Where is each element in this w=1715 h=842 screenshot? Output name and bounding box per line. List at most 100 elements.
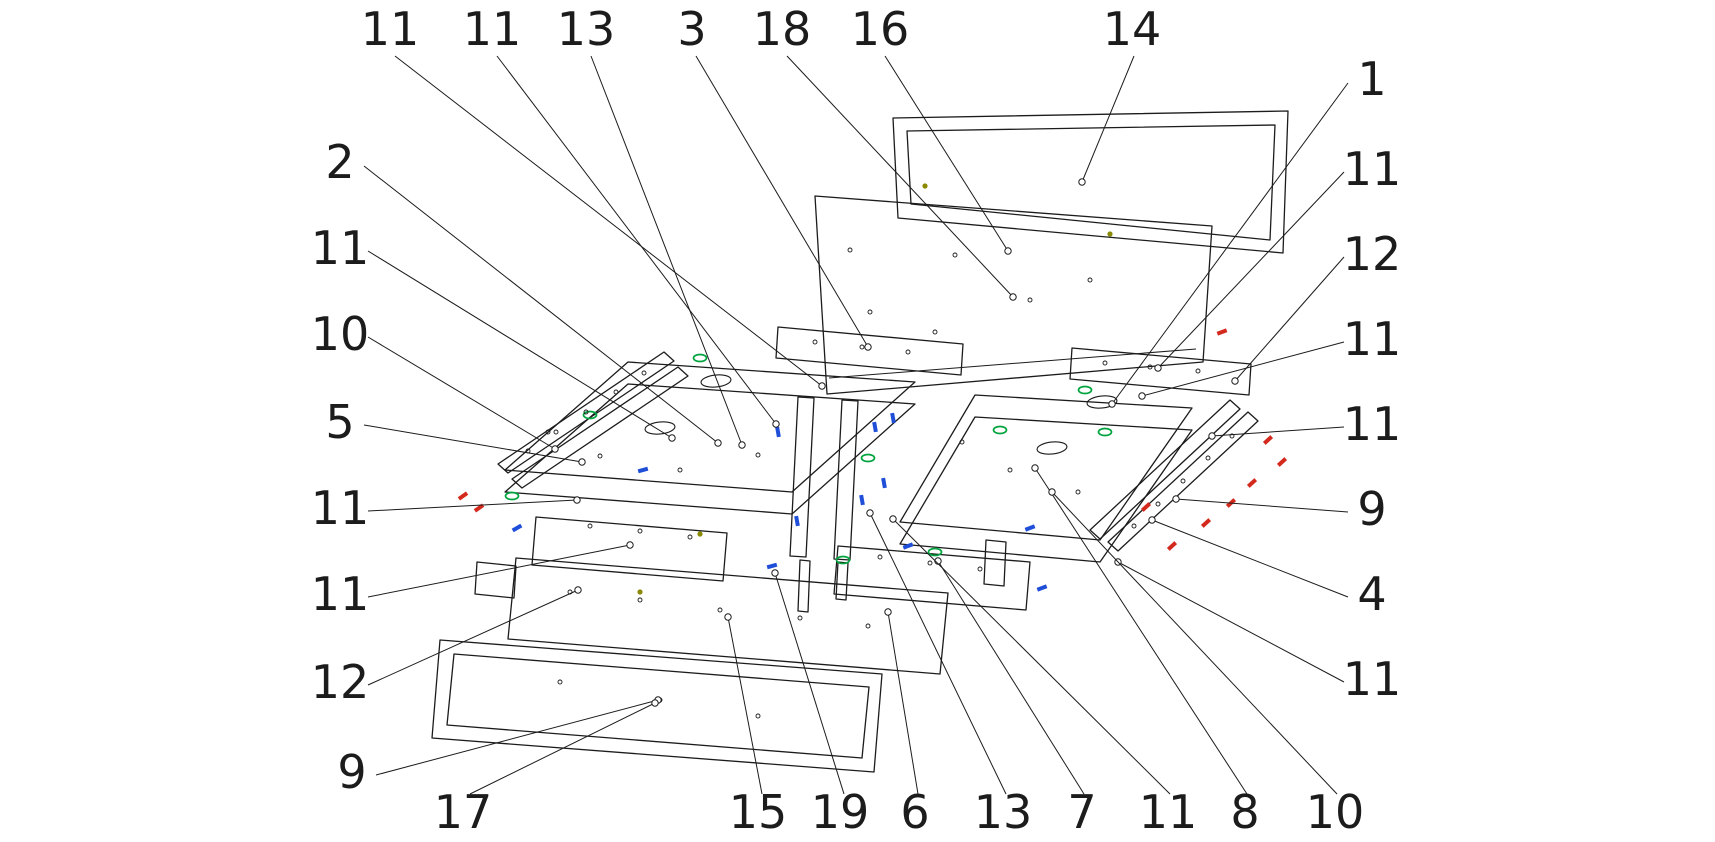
leader-end-dot — [884, 608, 892, 616]
drill-hole — [1075, 489, 1081, 495]
screw-mark-blue — [1036, 584, 1048, 592]
callout-11: 11 — [1208, 397, 1402, 451]
drill-hole — [677, 467, 683, 473]
screw-mark-blue — [775, 426, 781, 438]
callout-8: 8 — [1031, 464, 1260, 839]
callout-11: 11 — [361, 2, 826, 390]
screw-mark-red — [1276, 457, 1288, 467]
cam-fitting-green — [835, 555, 851, 565]
leader-line — [1157, 171, 1345, 369]
callout-label: 9 — [1357, 482, 1386, 536]
drill-hole — [755, 713, 761, 719]
leader-end-dot — [651, 699, 659, 707]
part-center-rails — [789, 396, 859, 613]
leader-end-dot — [1172, 495, 1180, 503]
callout-label: 11 — [1343, 397, 1402, 451]
leader-line — [1211, 426, 1345, 437]
callout-13: 13 — [866, 509, 1032, 839]
screw-mark-blue — [859, 494, 865, 506]
screw-mark-red — [1140, 502, 1152, 512]
leader-end-dot — [864, 343, 872, 351]
screw-mark-blue — [902, 542, 914, 550]
callout-label: 11 — [311, 481, 370, 535]
part-drawer-front-right — [833, 545, 1031, 611]
part-drawer-front-left — [531, 516, 728, 582]
callout-label: 11 — [311, 221, 370, 275]
callout-label: 3 — [677, 2, 706, 56]
leader-end-dot — [1031, 464, 1039, 472]
part-side-rail-right — [1089, 399, 1259, 552]
callout-label: 12 — [311, 655, 370, 709]
leader-line — [367, 589, 579, 686]
callout-label: 15 — [729, 785, 788, 839]
drill-holes-layer — [525, 247, 1235, 719]
leader-end-dot — [714, 439, 722, 447]
leader-end-dot — [771, 569, 779, 577]
drill-hole — [553, 429, 559, 435]
drill-hole — [859, 344, 865, 350]
leader-line — [869, 512, 1007, 795]
leader-line — [1234, 256, 1345, 382]
fitting-dot-olive — [922, 183, 928, 189]
leader-end-dot — [1009, 293, 1017, 301]
drill-hole — [755, 452, 761, 458]
callout-label: 4 — [1357, 567, 1386, 621]
callout-label: 10 — [311, 307, 370, 361]
callout-label: 11 — [1343, 142, 1402, 196]
leader-line — [496, 55, 777, 425]
leader-line — [695, 55, 869, 348]
drill-hole — [583, 409, 589, 415]
leader-line — [727, 616, 763, 795]
drill-hole — [1027, 297, 1033, 303]
leader-line — [1175, 498, 1349, 513]
leader-line — [469, 702, 656, 795]
drill-hole — [1229, 433, 1235, 439]
leader-line — [375, 699, 659, 776]
leader-end-dot — [573, 496, 581, 504]
drill-hole — [687, 534, 693, 540]
screw-mark-red — [1166, 541, 1178, 551]
callout-label: 11 — [1343, 312, 1402, 366]
callout-11: 11 — [1114, 558, 1401, 706]
part-top-frame — [892, 110, 1289, 254]
leader-line — [1051, 491, 1338, 795]
leader-end-dot — [1078, 178, 1086, 186]
callout-label: 19 — [811, 785, 870, 839]
drill-hole — [847, 247, 853, 253]
leader-end-dot — [889, 515, 897, 523]
callout-label: 9 — [337, 745, 366, 799]
leader-line — [367, 250, 673, 439]
part-back-rail-left — [775, 326, 964, 376]
part-drawer-box-panel — [507, 557, 949, 675]
leader-end-dot — [1138, 392, 1146, 400]
part-left-bracket — [474, 561, 517, 599]
callout-12: 12 — [311, 586, 582, 709]
part-back-rail-right — [1069, 347, 1252, 396]
leader-line — [887, 611, 919, 795]
cam-fitting-green — [860, 453, 876, 463]
callout-11: 11 — [1138, 312, 1402, 400]
drill-hole — [865, 623, 871, 629]
leader-line — [892, 518, 1171, 795]
drill-hole — [717, 607, 723, 613]
leader-end-dot — [866, 509, 874, 517]
callout-label: 5 — [325, 395, 354, 449]
leader-line — [774, 572, 845, 795]
callout-label: 17 — [434, 785, 493, 839]
callout-18: 18 — [753, 2, 1017, 301]
callout-label: 8 — [1230, 785, 1259, 839]
screw-mark-red — [1216, 328, 1228, 336]
drill-hole — [637, 597, 643, 603]
callout-13: 13 — [557, 2, 746, 449]
leader-line — [363, 165, 719, 444]
callout-11: 11 — [1154, 142, 1402, 372]
leader-line — [937, 560, 1085, 795]
bed-exploded-view — [431, 110, 1289, 773]
leader-end-dot — [1004, 247, 1012, 255]
screw-mark-blue — [766, 562, 778, 570]
callout-label: 13 — [557, 2, 616, 56]
leader-end-dot — [574, 586, 582, 594]
